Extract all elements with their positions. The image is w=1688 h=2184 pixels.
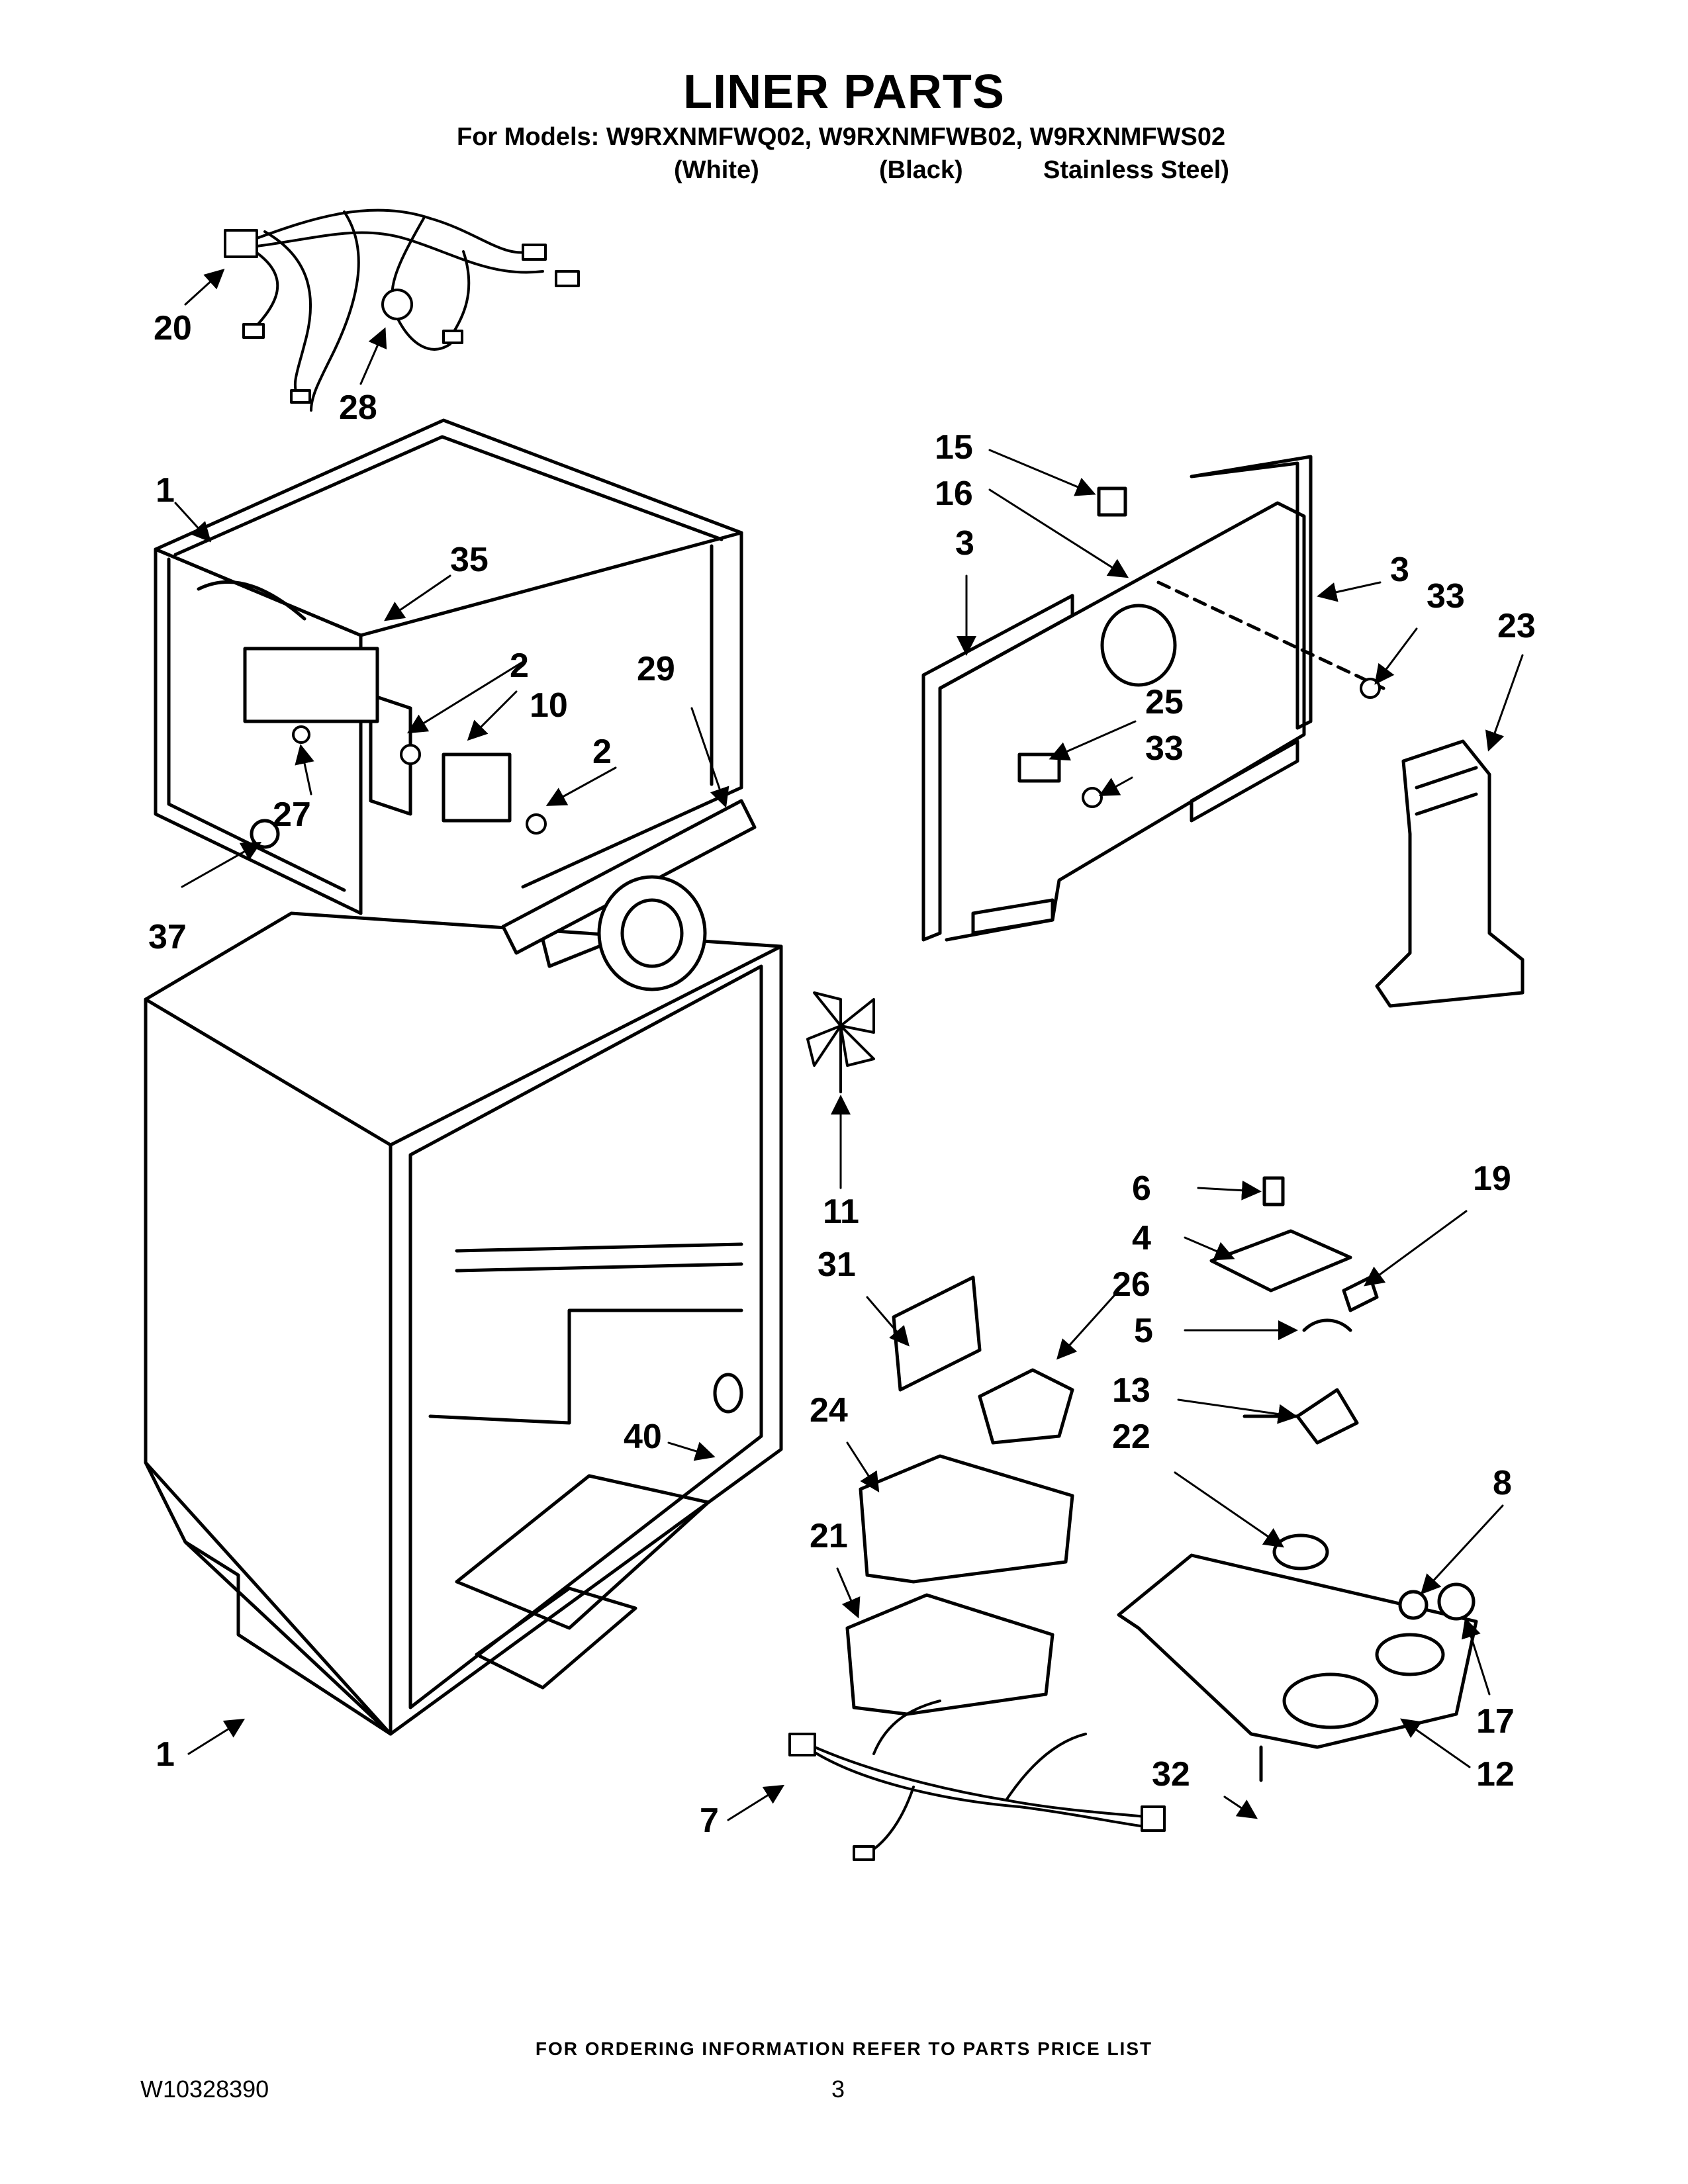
upper-wire-harness — [224, 208, 580, 412]
ice-bin-foam-upper — [859, 1454, 1074, 1584]
callout-11: 11 — [823, 1193, 859, 1231]
callout-24: 24 — [810, 1391, 848, 1430]
callout-15: 15 — [935, 428, 973, 467]
callout-3-b: 3 — [1390, 551, 1409, 589]
callout-17: 17 — [1476, 1702, 1515, 1741]
fan-blade — [806, 991, 875, 1093]
ordering-info-note: FOR ORDERING INFORMATION REFER TO PARTS … — [535, 2038, 1153, 2059]
ice-bin-foam-lower — [845, 1593, 1055, 1716]
callout-26: 26 — [1112, 1265, 1150, 1304]
callout-6: 6 — [1132, 1169, 1151, 1208]
callout-2-a: 2 — [510, 647, 529, 685]
water-dispenser-housing — [1375, 739, 1524, 1008]
callout-20: 20 — [154, 309, 192, 347]
callout-4: 4 — [1132, 1219, 1151, 1257]
callout-37: 37 — [148, 918, 187, 956]
callout-10: 10 — [530, 686, 568, 725]
freezer-liner — [154, 418, 743, 915]
models-line: For Models: W9RXNMFWQ02, W9RXNMFWB02, W9… — [457, 123, 1226, 151]
dispenser-switch — [978, 1368, 1074, 1445]
leader-arrows — [174, 268, 1524, 1821]
callout-32: 32 — [1152, 1755, 1190, 1794]
control-bracket — [243, 647, 379, 723]
callout-2-b: 2 — [592, 733, 612, 771]
callout-23: 23 — [1497, 607, 1536, 645]
plug-part — [713, 1373, 743, 1414]
callout-21: 21 — [810, 1517, 848, 1555]
callout-33-a: 33 — [1427, 577, 1465, 615]
callout-25: 25 — [1145, 683, 1184, 721]
light-housing-assembly — [1117, 1533, 1478, 1782]
callout-28: 28 — [339, 388, 377, 427]
screws — [292, 678, 1381, 835]
callout-29: 29 — [637, 650, 675, 688]
plug-button — [250, 819, 280, 849]
callout-22: 22 — [1112, 1418, 1150, 1456]
callout-35: 35 — [450, 541, 489, 579]
variant-black: (Black) — [879, 156, 963, 184]
callout-27: 27 — [273, 796, 311, 834]
callout-12: 12 — [1476, 1755, 1515, 1794]
fresh-food-liner — [144, 911, 783, 1736]
document-number: W10328390 — [140, 2075, 269, 2103]
callout-31: 31 — [818, 1246, 856, 1284]
page-number: 3 — [831, 2075, 845, 2103]
variant-white: (White) — [674, 156, 759, 184]
callout-7: 7 — [700, 1801, 719, 1840]
callout-40: 40 — [624, 1418, 662, 1456]
page-title: LINER PARTS — [683, 66, 1005, 118]
fan-shroud — [369, 693, 757, 991]
insulation-block — [892, 1275, 982, 1392]
callout-16: 16 — [935, 475, 973, 513]
callout-13: 13 — [1112, 1371, 1150, 1410]
control-board-assembly — [1209, 1176, 1379, 1445]
thermostat-control — [442, 752, 512, 823]
lower-wire-harness — [788, 1700, 1166, 1861]
spacer-part — [1097, 486, 1127, 517]
rear-panel — [921, 455, 1385, 942]
callout-3-a: 3 — [955, 524, 974, 563]
callout-19: 19 — [1473, 1160, 1511, 1198]
callout-1-bottom: 1 — [156, 1735, 175, 1774]
callout-5: 5 — [1134, 1312, 1153, 1350]
callout-1-top: 1 — [156, 471, 175, 510]
variant-stainless: Stainless Steel) — [1043, 156, 1229, 184]
callout-33-b: 33 — [1145, 729, 1184, 768]
callout-8: 8 — [1493, 1464, 1512, 1502]
